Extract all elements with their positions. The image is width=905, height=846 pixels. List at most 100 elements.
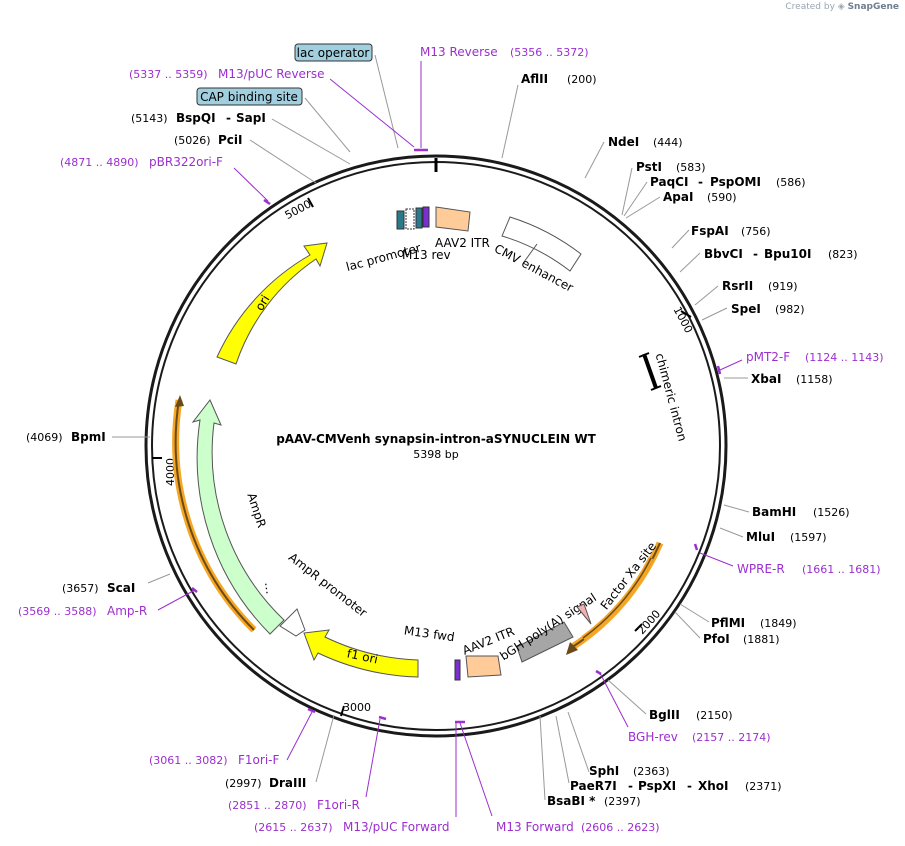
enzyme-name: AflII [521,72,548,86]
primer-pbr322ori-f: (4871 .. 4890) pBR322ori-F [60,155,223,169]
primer-range: (3569 .. 3588) [18,605,97,618]
enzyme-name: ScaI [107,581,135,595]
enzyme-pcii: (5026) PciI [174,133,243,147]
primer-name: M13/pUC Forward [343,820,450,834]
tick-label-5000: 5000 [283,197,314,222]
map-title: pAAV-CMVenh synapsin-intron-aSYNUCLEIN W… [276,432,596,446]
enzyme-aflii: AflII (200) [521,72,597,86]
orange-arc-left-inner [174,399,255,631]
enzyme-pos: (2371) [745,780,782,793]
enzyme-name: RsrII [722,279,753,293]
primer-amp-r: (3569 .. 3588) Amp-R [18,604,147,618]
orange-arc-right-head [566,642,578,655]
ampr-promoter-label: AmpR promoter [286,550,370,620]
primer-name: pMT2-F [746,350,790,364]
enzyme-name: PaqCI [650,175,688,189]
enzyme-pos: (5143) [131,112,168,125]
primer-f1ori-r: (2851 .. 2870) F1ori-R [228,798,360,812]
primer-range: (2606 .. 2623) [581,821,660,834]
ampr-promoter-arrow [279,608,306,637]
backbone-outer-ring [144,154,728,738]
enzyme-pos: (919) [768,280,798,293]
enzyme-leaders [112,54,750,801]
primer-wpre-r: WPRE-R (1661 .. 1681) [737,562,881,576]
enzyme-name: PfoI [703,632,730,646]
enzyme-pos: (982) [775,303,805,316]
enzyme-name: MluI [746,530,775,544]
enzyme-paqci: PaqCI - PspOMI (586) [650,175,806,189]
enzyme-name: ApaI [663,190,693,204]
enzyme-name2: Bpu10I [764,247,811,261]
enzyme-pos: (1526) [813,506,850,519]
enzyme-pos: (1849) [760,617,797,630]
enzyme-sphi: SphI (2363) [589,764,670,778]
enzyme-bamhi: BamHI (1526) [752,505,850,519]
enzyme-bpmi: (4069) BpmI [26,430,106,444]
enzyme-xbai: XbaI (1158) [751,372,833,386]
enzyme-pos: (5026) [174,134,211,147]
enzyme-bbvci: BbvCI - Bpu10I (823) [704,247,858,261]
enzyme-name: BspQI [176,111,216,125]
primer-leaders [157,61,743,817]
cmv-leader [523,243,538,263]
enzyme-name: PstI [636,160,662,174]
primer-range: (5337 .. 5359) [129,68,208,81]
enzyme-pos: (590) [707,191,737,204]
primer-bgh-rev: BGH-rev (2157 .. 2174) [628,730,771,744]
enzyme-pflmi: PflMI (1849) [711,616,797,630]
enzyme-name: BglII [649,708,680,722]
primer-name: BGH-rev [628,730,678,744]
aav2-itr-top [435,206,471,232]
enzyme-name: SpeI [731,302,761,316]
enzyme-name: NdeI [608,135,639,149]
chimeric-intron-marker [638,352,662,391]
enzyme-pos: (444) [653,136,683,149]
credit-prefix: Created by [785,2,835,12]
primer-range: (1124 .. 1143) [805,351,884,364]
enzyme-pos: (583) [676,161,706,174]
primer-range: (2615 .. 2637) [254,821,333,834]
primer-range: (4871 .. 4890) [60,156,139,169]
enzyme-dash: - [226,111,231,125]
enzyme-name: DraIII [269,776,306,790]
enzyme-pos: (3657) [62,582,99,595]
aav2-itr-bottom [465,655,502,678]
enzyme-name: XbaI [751,372,781,386]
primer-name: Amp-R [107,604,147,618]
enzyme-name2: PspXI [638,779,676,793]
enzyme-bspqi: (5143) BspQI - SapI [131,111,266,125]
bgh-polya-label: bGH poly(A) signal [497,590,599,663]
lac-promoter-block [405,208,415,230]
map-length: 5398 bp [413,448,458,461]
enzyme-pos: (4069) [26,431,63,444]
primer-m13-puc-reverse: (5337 .. 5359) M13/pUC Reverse [129,67,325,81]
enzyme-pos: (2397) [604,795,641,808]
primer-name: M13 Reverse [420,45,498,59]
enzyme-apai: ApaI (590) [663,190,737,204]
enzyme-rsrii: RsrII (919) [722,279,798,293]
snapgene-credit: Created by ◈ SnapGene [785,2,899,12]
enzyme-bglii: BglII (2150) [649,708,733,722]
primer-name: M13/pUC Reverse [218,67,325,81]
enzyme-pos: (756) [741,225,771,238]
enzyme-pos: (1158) [796,373,833,386]
f1-ori-label: f1 ori [346,646,380,666]
enzyme-fspai: FspAI (756) [691,224,771,238]
enzyme-mlui: MluI (1597) [746,530,827,544]
ampr-arrow [191,399,285,635]
m13-rev-block [422,206,430,228]
ori-arrow [216,242,328,365]
lac-operator-callout: lac operator [294,43,373,62]
primer-name: WPRE-R [737,562,785,576]
primer-range: (1661 .. 1681) [802,563,881,576]
enzyme-draiii: (2997) DraIII [225,776,306,790]
aav2-itr-top-label: AAV2 ITR [435,236,490,250]
enzyme-bsabi: BsaBI * (2397) [547,794,641,808]
enzyme-name2: SapI [236,111,266,125]
enzyme-name: FspAI [691,224,729,238]
primer-pmt2-f: pMT2-F (1124 .. 1143) [746,350,884,364]
primer-name: pBR322ori-F [149,155,223,169]
m13-rev-label: M13 rev [402,248,451,262]
enzyme-name: PflMI [711,616,745,630]
